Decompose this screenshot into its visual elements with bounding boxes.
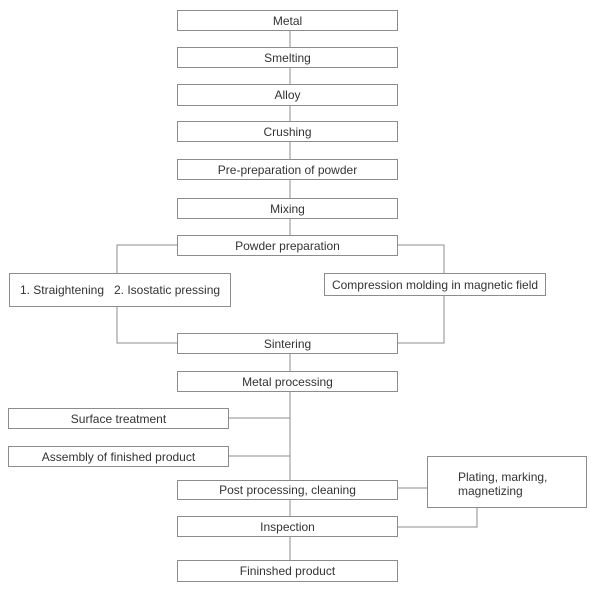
step-pre-preparation-label: Pre-preparation of powder	[217, 162, 358, 177]
step-assembly: Assembly of finished product	[8, 446, 229, 467]
connector-powder-left-branch	[116, 244, 177, 273]
step-metal-processing: Metal processing	[177, 371, 398, 392]
step-crushing: Crushing	[177, 121, 398, 142]
connector-right-branch-sintering	[398, 296, 445, 344]
step-crushing-label: Crushing	[263, 124, 312, 139]
step-assembly-label: Assembly of finished product	[41, 449, 196, 464]
connector-plating-inspection	[398, 508, 478, 528]
step-pre-preparation: Pre-preparation of powder	[177, 159, 398, 180]
step-pressing-label: 1. Straightening 2. Isostatic pressing	[19, 283, 221, 297]
step-metal-label: Metal	[272, 13, 303, 28]
step-alloy: Alloy	[177, 84, 398, 106]
step-surface-treatment-label: Surface treatment	[70, 411, 167, 426]
connector-powder-right-branch	[398, 244, 445, 273]
step-compression-molding-label: Compression molding in magnetic field	[331, 277, 539, 292]
step-sintering: Sintering	[177, 333, 398, 354]
step-sintering-label: Sintering	[263, 336, 312, 351]
step-mixing: Mixing	[177, 198, 398, 219]
step-powder-preparation-label: Powder preparation	[235, 238, 340, 253]
step-alloy-label: Alloy	[274, 88, 301, 102]
step-metal-processing-label: Metal processing	[242, 374, 333, 389]
step-powder-preparation: Powder preparation	[177, 235, 398, 256]
step-finished-product-label: Fininshed product	[239, 564, 336, 578]
step-plating-label: Plating, marking, magnetizing	[458, 470, 548, 498]
step-compression-molding: Compression molding in magnetic field	[324, 273, 546, 296]
step-inspection: Inspection	[177, 516, 398, 537]
step-plating: Plating, marking, magnetizing	[427, 456, 587, 508]
step-mixing-label: Mixing	[270, 201, 305, 216]
step-post-processing: Post processing, cleaning	[177, 480, 398, 500]
connector-left-branch-sintering	[116, 307, 177, 344]
step-metal: Metal	[177, 10, 398, 31]
step-post-processing-label: Post processing, cleaning	[219, 483, 356, 497]
step-smelting: Smelting	[177, 47, 398, 68]
step-finished-product: Fininshed product	[177, 560, 398, 582]
step-smelting-label: Smelting	[264, 50, 311, 65]
step-surface-treatment: Surface treatment	[8, 408, 229, 429]
step-inspection-label: Inspection	[260, 519, 315, 534]
step-pressing: 1. Straightening 2. Isostatic pressing	[9, 273, 231, 307]
